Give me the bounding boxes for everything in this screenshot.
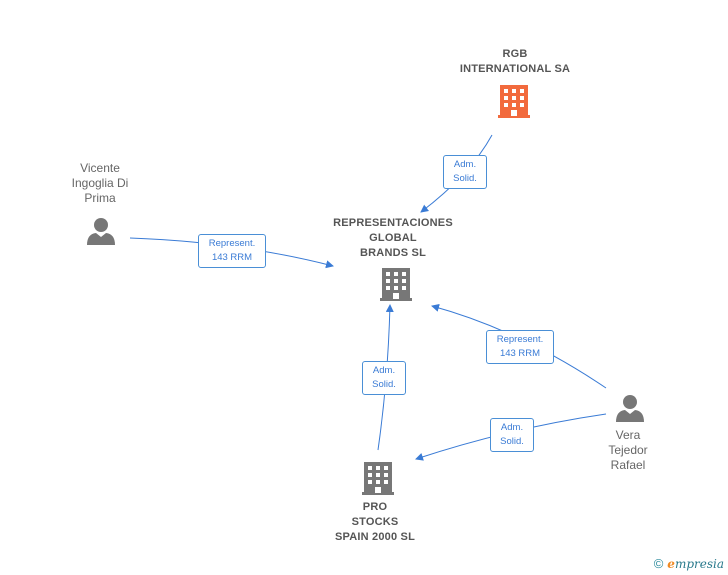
node-label-vera[interactable]: Vera Tejedor Rafael bbox=[608, 428, 648, 472]
node-label-rgb[interactable]: RGB INTERNATIONAL SA bbox=[459, 48, 571, 75]
node-label-vicente[interactable]: Vicente Ingoglia Di Prima bbox=[71, 161, 129, 205]
building-icon[interactable] bbox=[498, 85, 530, 118]
edge-label-prostocks-representaciones[interactable]: Adm. Solid. bbox=[362, 361, 406, 395]
footer-brand: © empresia bbox=[654, 556, 724, 571]
edge-label-rgb-representaciones[interactable]: Adm. Solid. bbox=[443, 155, 487, 189]
edge-label-vera-prostocks[interactable]: Adm. Solid. bbox=[490, 418, 534, 452]
node-label-pro-stocks[interactable]: PRO STOCKS SPAIN 2000 SL bbox=[334, 501, 416, 543]
building-icon[interactable] bbox=[380, 268, 412, 301]
person-icon[interactable] bbox=[87, 218, 115, 245]
person-icon[interactable] bbox=[616, 395, 644, 422]
building-icon[interactable] bbox=[362, 462, 394, 495]
edge-label-vicente-representaciones[interactable]: Represent. 143 RRM bbox=[198, 234, 266, 268]
copyright-icon: © bbox=[653, 556, 664, 571]
brand-logo[interactable]: empresia bbox=[667, 556, 724, 571]
edge-label-vera-representaciones[interactable]: Represent. 143 RRM bbox=[486, 330, 554, 364]
node-label-representaciones[interactable]: REPRESENTACIONES GLOBAL BRANDS SL bbox=[333, 217, 453, 259]
